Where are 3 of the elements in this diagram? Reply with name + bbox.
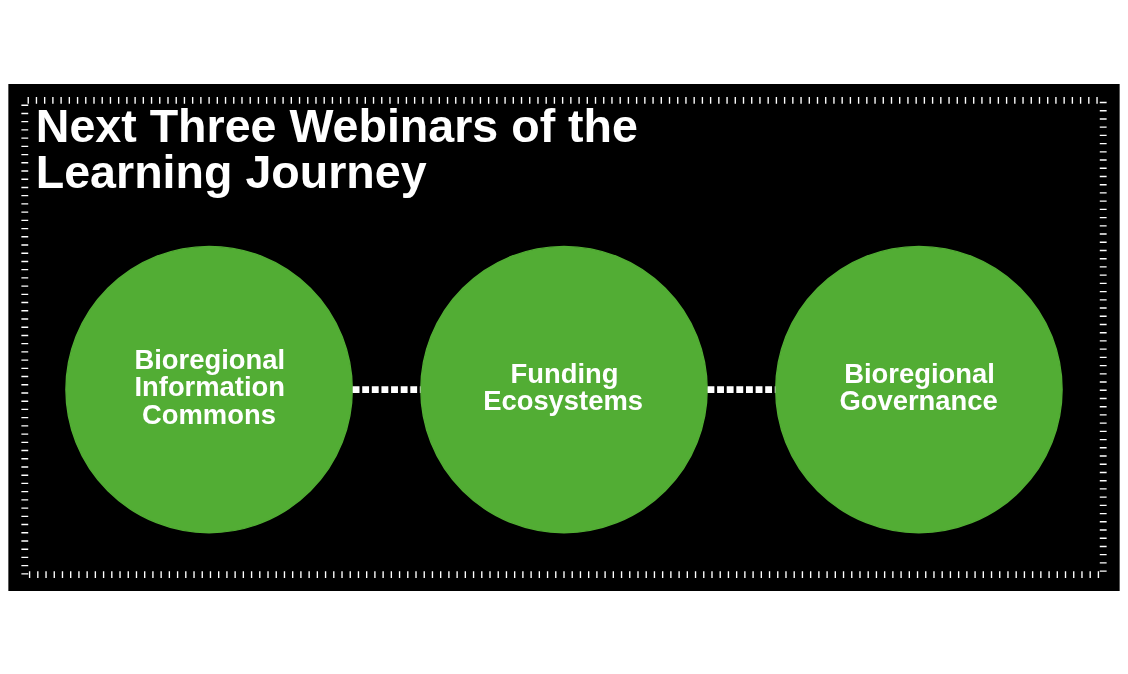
node-circle: Bioregional Governance (775, 245, 1063, 533)
node-circle: Bioregional Information Commons (65, 245, 353, 533)
node-circle: Funding Ecosystems (420, 245, 708, 533)
